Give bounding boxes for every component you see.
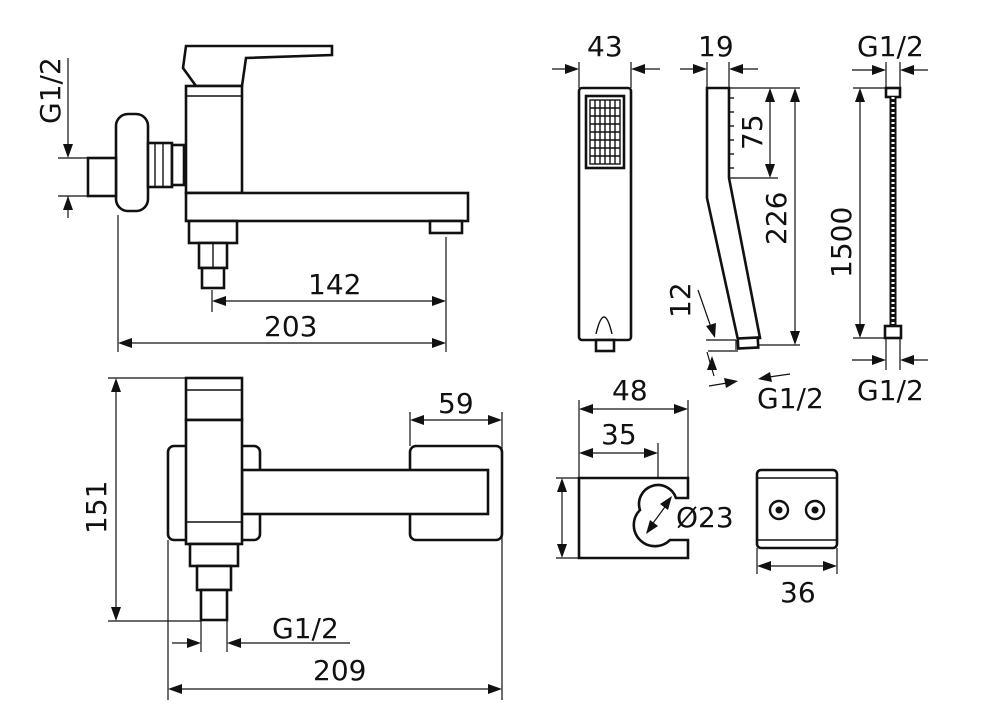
hose-top-nut	[884, 86, 902, 99]
shower-side-width-label: 19	[698, 30, 734, 63]
holder-profile	[577, 476, 690, 560]
lever-top	[184, 376, 244, 422]
hose-bottom-thread-label: G1/2	[857, 374, 924, 407]
diverter-top	[188, 542, 240, 568]
mixer-body	[184, 84, 244, 195]
top-overall-length-label: 209	[313, 654, 366, 687]
hose-length-label: 1500	[825, 207, 858, 278]
bracket-body	[755, 468, 839, 550]
holder-socket-diameter-label: Ø23	[676, 501, 734, 534]
side-connector	[736, 336, 760, 350]
shower-head-width-label: 43	[587, 30, 623, 63]
nut-ring	[170, 143, 186, 187]
diverter-housing	[187, 219, 239, 245]
hand-shower-front: 43	[552, 30, 660, 353]
holder-width-label: 48	[612, 374, 648, 407]
holder-socket-offset-label: 35	[601, 418, 637, 451]
top-overall-width-label: 151	[80, 481, 113, 534]
spray-nozzle-grid	[589, 99, 621, 165]
shower-connector	[594, 338, 616, 353]
top-escutcheon-width-label: 59	[438, 387, 474, 420]
shower-head-length-label: 75	[736, 114, 769, 150]
aerator	[428, 219, 464, 235]
bracket-base-width-label: 36	[780, 576, 816, 609]
side-overall-depth-label: 203	[264, 310, 317, 343]
side-spout-reach-label: 142	[308, 268, 361, 301]
shower-holder-side: 48 35 Ø23	[556, 374, 734, 560]
handle-notch	[595, 316, 613, 335]
outlet-fitting	[200, 266, 226, 290]
shower-neck-offset-label: 12	[664, 282, 697, 318]
mixer-top-view: 151 59 G1/2 209	[80, 376, 504, 700]
spout-top	[240, 468, 490, 516]
shower-overall-length-label: 226	[760, 192, 793, 245]
hose-top-thread-label: G1/2	[857, 30, 924, 63]
side-inlet-thread-label: G1/2	[34, 57, 67, 124]
nut	[146, 141, 174, 189]
diverter-nut	[195, 564, 233, 592]
top-outlet-thread-label: G1/2	[272, 612, 339, 645]
shower-connection-thread-label: G1/2	[757, 382, 824, 415]
lever-handle	[181, 44, 334, 88]
mixer-side-view: G1/2 142 203	[34, 44, 470, 352]
hose-bottom-nut	[883, 324, 903, 340]
escutcheon	[114, 112, 150, 213]
spout	[184, 191, 470, 223]
body-top	[184, 418, 244, 546]
hand-shower-side: 19 75 226 12 G1/2	[664, 30, 824, 415]
shower-hose: G1/2 1500 G1/2	[825, 30, 928, 407]
outlet-thread-top	[199, 588, 229, 622]
wall-bracket-front: 36	[755, 468, 839, 609]
inlet-pipe	[86, 156, 118, 198]
